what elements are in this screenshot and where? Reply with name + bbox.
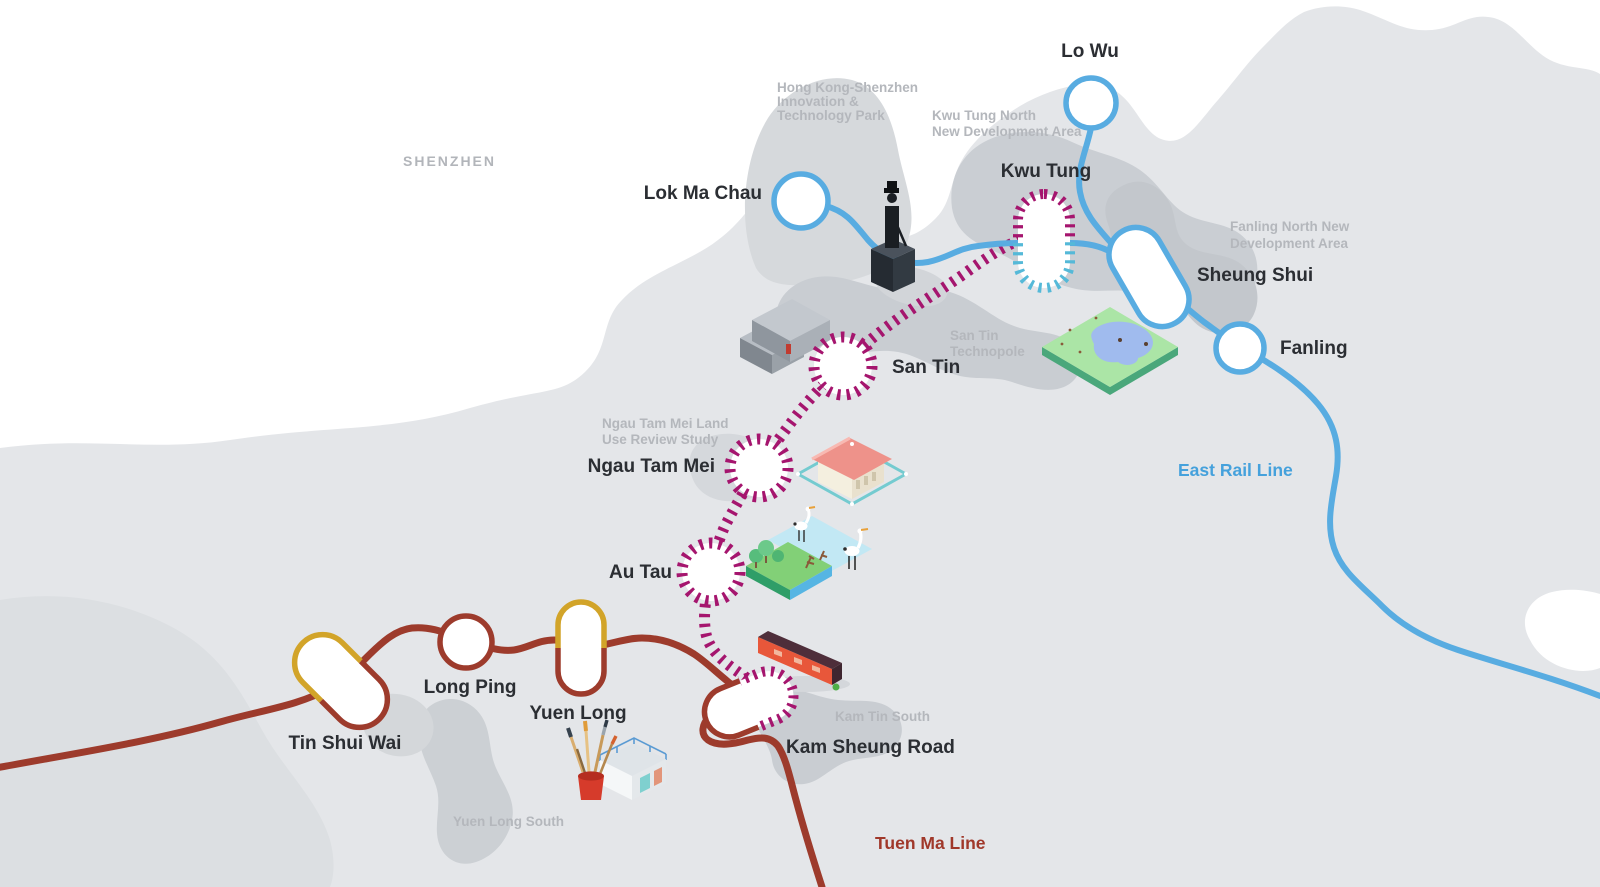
station-label-san-tin: San Tin (892, 357, 960, 378)
station-labels: Lo Wu Lok Ma Chau Kwu Tung Sheung Shui F… (289, 41, 1348, 758)
kam-tin-south-district (751, 688, 902, 785)
area-label-ntm-study-2: Use Review Study (602, 432, 719, 447)
area-label-yuen-long-south: Yuen Long South (453, 814, 564, 829)
station-marker-san-tin[interactable] (808, 331, 878, 401)
station-label-ngau-tam-mei: Ngau Tam Mei (588, 456, 715, 477)
area-labels: SHENZHEN Hong Kong-Shenzhen Innovation &… (403, 80, 1350, 829)
line-label-tuen-ma: Tuen Ma Line (875, 833, 986, 853)
statue-monument-illustration (871, 181, 915, 292)
station-label-long-ping: Long Ping (424, 677, 517, 698)
area-label-san-tin-technopole-1: San Tin (950, 328, 999, 343)
area-label-itp-1: Hong Kong-Shenzhen (777, 80, 918, 95)
station-marker-au-tau[interactable] (676, 537, 746, 607)
station-marker-fanling[interactable] (1213, 321, 1267, 375)
station-label-lo-wu: Lo Wu (1061, 41, 1119, 62)
northern-link-line (699, 230, 1032, 699)
area-label-ntm-study-1: Ngau Tam Mei Land (602, 416, 729, 431)
area-label-itp-2: Innovation & (777, 94, 859, 109)
area-label-fanling-north-1: Fanling North New (1230, 219, 1350, 234)
yuen-long-south-district (419, 699, 513, 864)
heritage-railway-coach-illustration (758, 631, 850, 692)
station-marker-kwu-tung[interactable] (1013, 189, 1075, 293)
area-label-kam-tin-south: Kam Tin South (835, 709, 930, 724)
nature-park-pond-illustration (1042, 307, 1178, 395)
station-label-yuen-long: Yuen Long (529, 703, 626, 724)
station-marker-lo-wu[interactable] (1063, 75, 1119, 131)
station-label-lok-ma-chau: Lok Ma Chau (644, 183, 762, 204)
station-label-fanling: Fanling (1280, 338, 1348, 359)
station-label-kwu-tung: Kwu Tung (1001, 161, 1091, 182)
station-marker-yuen-long[interactable] (555, 599, 607, 697)
line-labels: East Rail Line Tuen Ma Line (875, 460, 1293, 853)
wetland-egrets-illustration (746, 506, 872, 600)
art-brushes-studio-illustration (566, 719, 667, 800)
station-markers (283, 75, 1267, 745)
lok-ma-chau-loop-district (744, 78, 912, 286)
area-label-shenzhen: SHENZHEN (403, 153, 496, 169)
heritage-school-illustration (796, 436, 908, 506)
reservoir-water (1524, 589, 1600, 671)
bottom-left-hills (0, 596, 334, 887)
area-label-san-tin-technopole-2: Technopole (950, 344, 1025, 359)
area-label-itp-3: Technology Park (777, 108, 885, 123)
san-tin-district (775, 276, 1081, 390)
station-label-kam-sheung-road: Kam Sheung Road (786, 737, 955, 758)
station-label-au-tau: Au Tau (609, 562, 672, 583)
station-marker-kam-sheung-road[interactable] (697, 664, 801, 745)
station-marker-lok-ma-chau[interactable] (771, 171, 831, 231)
station-label-sheung-shui: Sheung Shui (1197, 265, 1313, 286)
station-marker-sheung-shui[interactable] (1099, 218, 1199, 337)
walled-village-illustration (740, 299, 830, 374)
fanling-north-district (1105, 181, 1258, 334)
line-label-east-rail: East Rail Line (1178, 460, 1293, 480)
station-marker-ngau-tam-mei[interactable] (724, 433, 794, 503)
area-label-ktn-1: Kwu Tung North (932, 108, 1036, 123)
area-label-fanling-north-2: Development Area (1230, 236, 1349, 251)
station-marker-long-ping[interactable] (437, 613, 495, 671)
area-label-ktn-2: New Development Area (932, 124, 1082, 139)
station-label-tin-shui-wai: Tin Shui Wai (289, 733, 402, 754)
station-marker-tin-shui-wai[interactable] (283, 623, 399, 739)
